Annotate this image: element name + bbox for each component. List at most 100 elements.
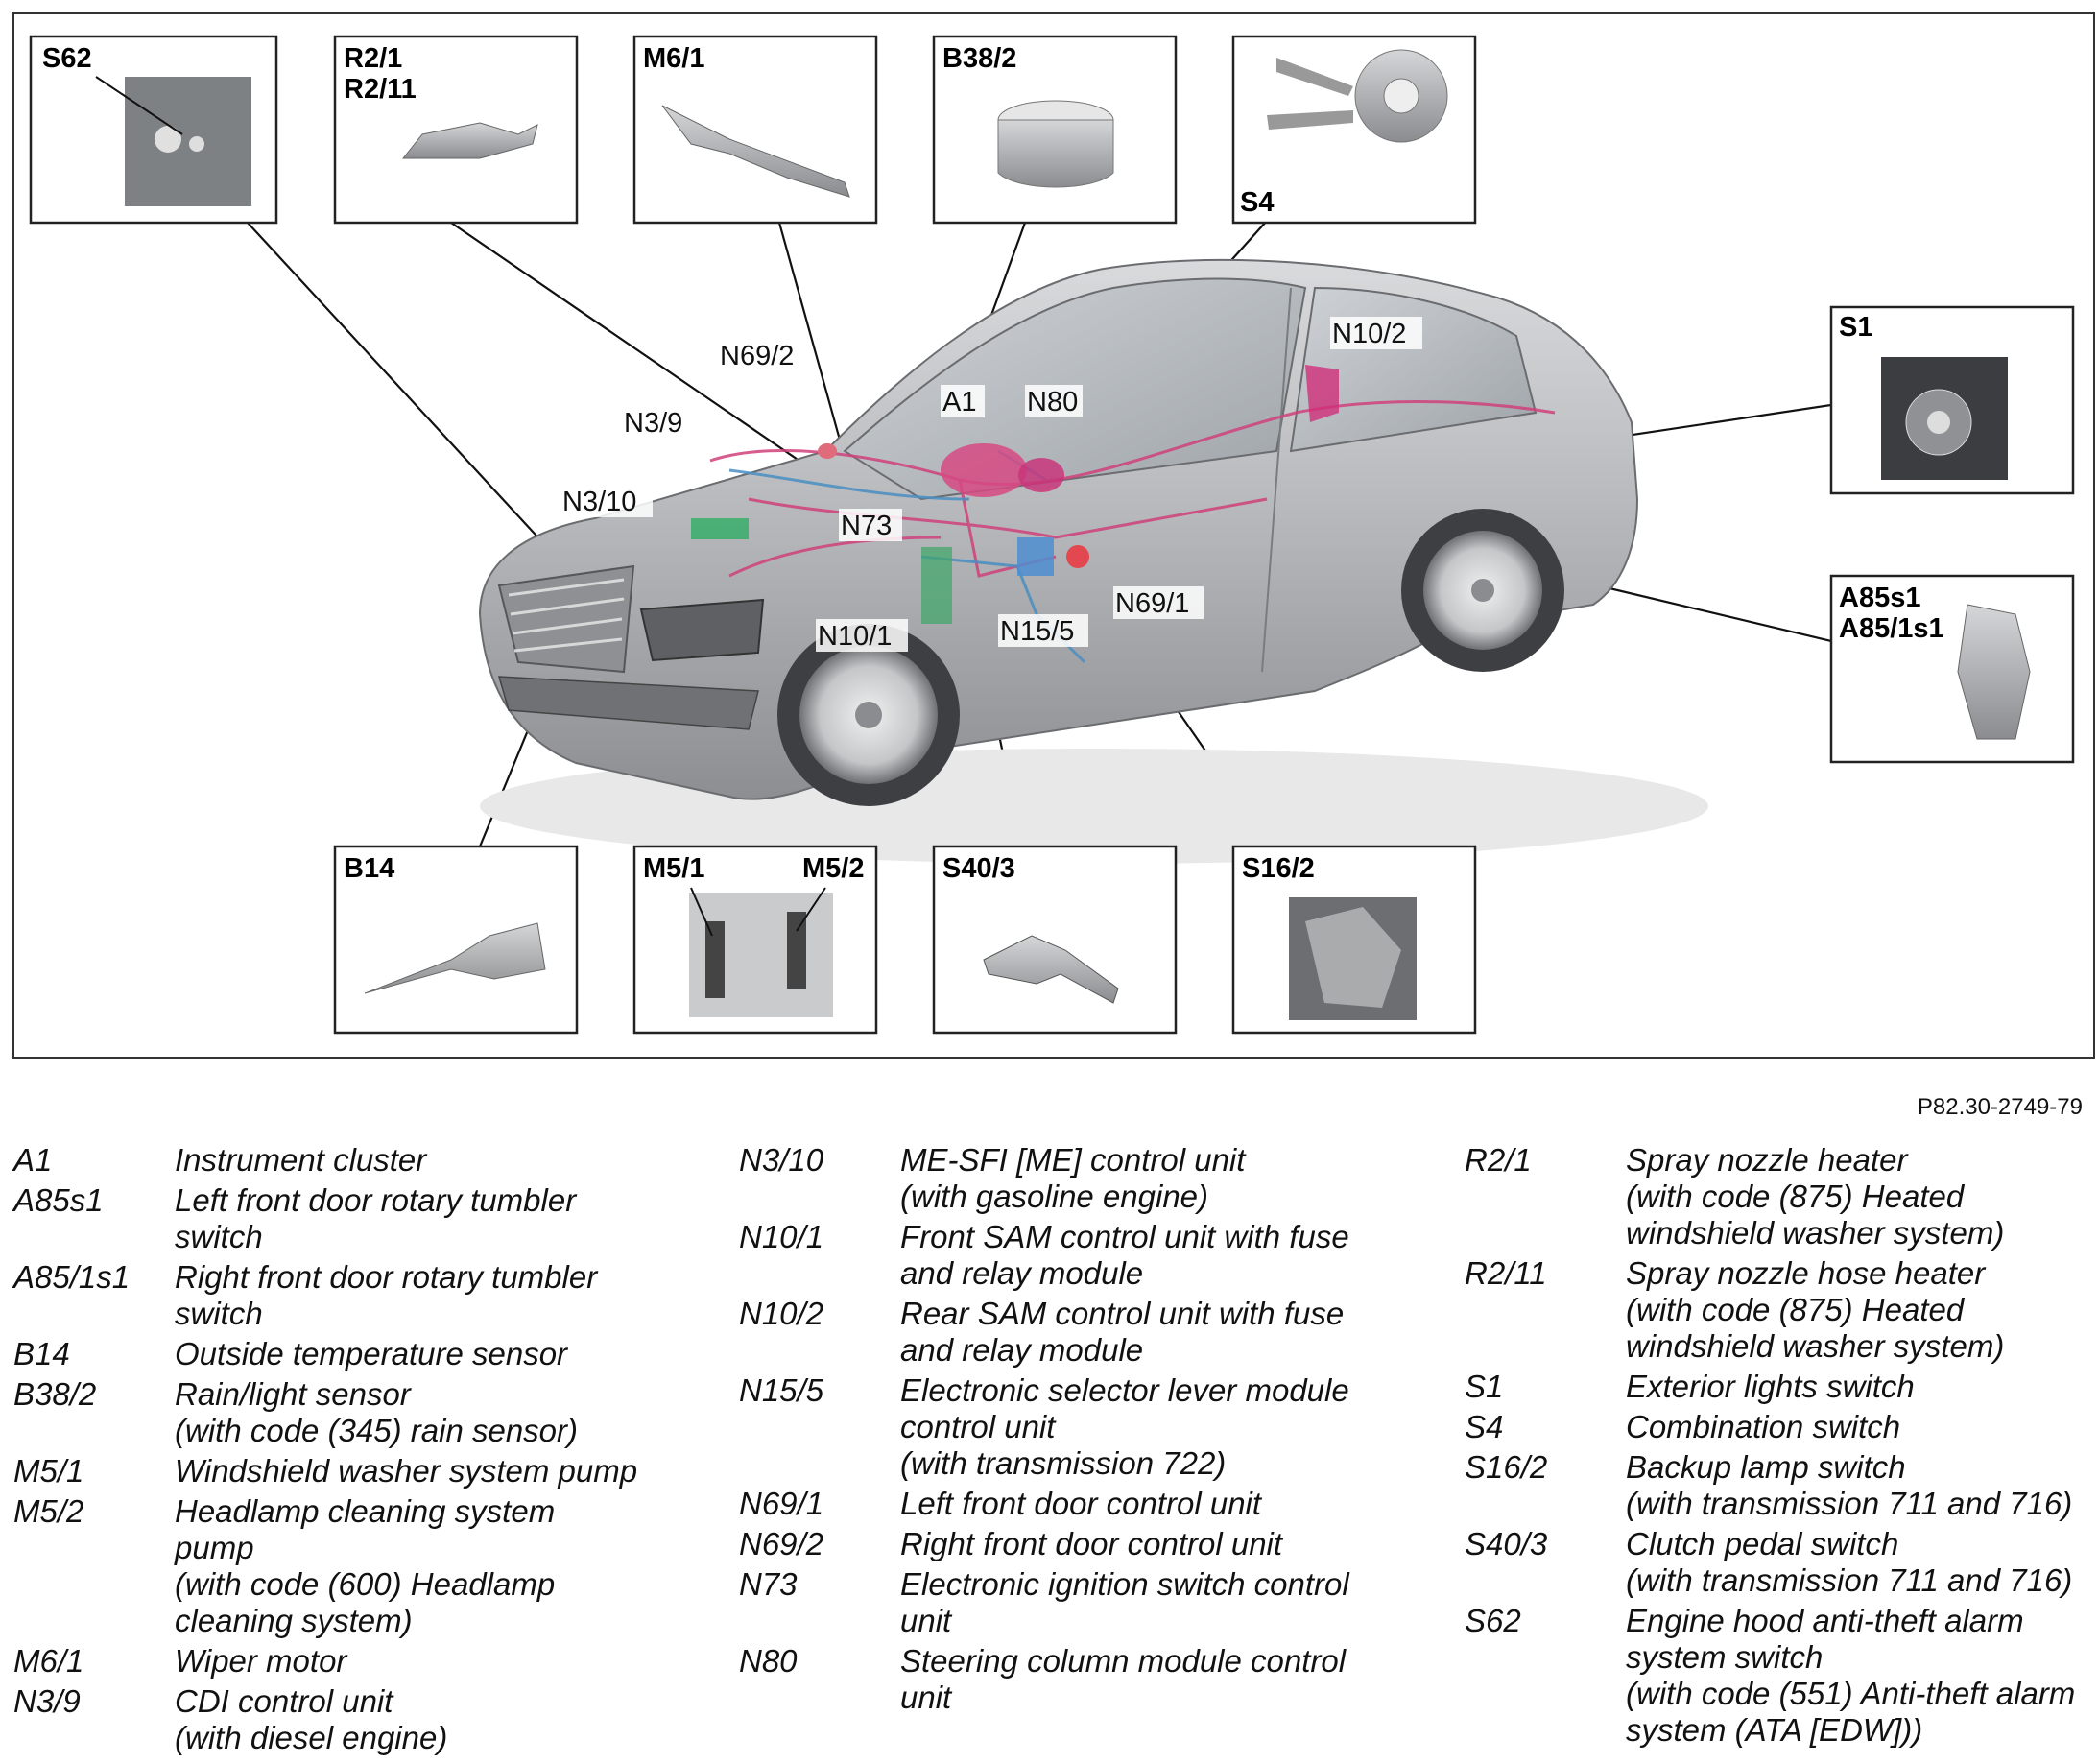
legend-code: S62 bbox=[1465, 1603, 1521, 1638]
legend-item: S40/3 Clutch pedal switch (with transmiss… bbox=[1465, 1526, 2098, 1599]
legend-item: A85s1 Left front door rotary tumbler swit… bbox=[13, 1182, 724, 1255]
detail-box-label: S4 bbox=[1240, 187, 1274, 218]
legend-description: Exterior lights switch bbox=[1626, 1369, 1915, 1404]
legend-code: S4 bbox=[1465, 1409, 1504, 1444]
detail-box-label: S16/2 bbox=[1242, 853, 1315, 884]
callout-n3-9: N3/9 bbox=[622, 406, 691, 439]
legend-item: M6/1 Wiper motor bbox=[13, 1643, 724, 1680]
legend-description: Steering column module control unit bbox=[900, 1643, 1347, 1715]
legend-item: N3/10 ME-SFI [ME] control unit (with gaso… bbox=[739, 1142, 1449, 1215]
legend-code: M6/1 bbox=[13, 1643, 84, 1679]
legend-code: N80 bbox=[739, 1643, 798, 1679]
legend-code: M5/2 bbox=[13, 1493, 84, 1529]
legend-code: S40/3 bbox=[1465, 1526, 1548, 1561]
callout-n3-10: N3/10 bbox=[560, 485, 653, 517]
legend-description: Spray nozzle hose heater (with code (875… bbox=[1626, 1255, 2005, 1364]
legend-item: S62 Engine hood anti-theft alarm system s… bbox=[1465, 1603, 2098, 1749]
svg-text:A1: A1 bbox=[942, 387, 976, 417]
detail-box-label: M6/1 bbox=[643, 43, 704, 74]
legend-description: Right front door control unit bbox=[900, 1526, 1283, 1561]
legend-description: Left front door control unit bbox=[900, 1486, 1262, 1521]
legend-code: R2/1 bbox=[1465, 1142, 1532, 1178]
callout-n69-1: N69/1 bbox=[1113, 586, 1204, 619]
callout-n73: N73 bbox=[839, 509, 902, 541]
detail-box-label: B14 bbox=[344, 853, 394, 884]
legend-description: Clutch pedal switch (with transmission 7… bbox=[1626, 1526, 2073, 1598]
callout-a1: A1 bbox=[941, 385, 985, 417]
svg-text:N73: N73 bbox=[841, 511, 892, 541]
detail-box-label: S1 bbox=[1839, 312, 1872, 343]
detail-box-s40-3: S40/3 bbox=[932, 845, 1178, 1035]
svg-text:N3/9: N3/9 bbox=[624, 408, 682, 439]
legend-code: N10/2 bbox=[739, 1296, 824, 1331]
legend-item: N80 Steering column module control unit bbox=[739, 1643, 1449, 1716]
legend-description: Outside temperature sensor bbox=[175, 1336, 568, 1371]
legend-description: Spray nozzle heater (with code (875) Hea… bbox=[1626, 1142, 2005, 1251]
legend-item: N69/1 Left front door control unit bbox=[739, 1486, 1449, 1522]
legend-code: N69/2 bbox=[739, 1526, 824, 1561]
callout-n10-2: N10/2 bbox=[1330, 317, 1422, 349]
legend-code: B14 bbox=[13, 1336, 70, 1371]
legend-item: S4 Combination switch bbox=[1465, 1409, 2098, 1445]
detail-box-m6-1: M6/1 bbox=[632, 35, 878, 225]
svg-text:N10/1: N10/1 bbox=[818, 621, 892, 652]
legend-code: M5/1 bbox=[13, 1453, 84, 1489]
legend-item: R2/1 Spray nozzle heater (with code (875)… bbox=[1465, 1142, 2098, 1251]
legend-code: B38/2 bbox=[13, 1376, 97, 1412]
legend-code: N3/9 bbox=[13, 1683, 81, 1719]
detail-box-s1: S1 bbox=[1829, 305, 2075, 495]
legend-code: N3/10 bbox=[739, 1142, 824, 1178]
detail-box-b38-2: B38/2 bbox=[932, 35, 1178, 225]
svg-text:N3/10: N3/10 bbox=[562, 487, 636, 517]
legend-code: R2/11 bbox=[1465, 1255, 1547, 1291]
legend-code: A85s1 bbox=[13, 1182, 104, 1218]
legend-description: Right front door rotary tumbler switch bbox=[175, 1259, 598, 1331]
detail-box-label: M5/2 bbox=[802, 853, 864, 884]
detail-box-label: S62 bbox=[42, 43, 92, 74]
legend-description: Left front door rotary tumbler switch bbox=[175, 1182, 577, 1254]
car-illustration bbox=[478, 258, 1708, 864]
legend-item: M5/1 Windshield washer system pump bbox=[13, 1453, 724, 1490]
svg-text:N69/2: N69/2 bbox=[720, 341, 794, 371]
detail-box-b14: B14 bbox=[333, 845, 579, 1035]
legend-code: N10/1 bbox=[739, 1219, 824, 1254]
detail-box-label: B38/2 bbox=[942, 43, 1016, 74]
legend-code: S1 bbox=[1465, 1369, 1504, 1404]
legend-description: ME-SFI [ME] control unit (with gasoline … bbox=[900, 1142, 1246, 1214]
callout-n69-2: N69/2 bbox=[718, 339, 806, 371]
legend-description: Rain/light sensor (with code (345) rain … bbox=[175, 1376, 579, 1448]
svg-text:N15/5: N15/5 bbox=[1000, 616, 1074, 647]
callout-n10-1: N10/1 bbox=[816, 619, 908, 652]
svg-text:N69/1: N69/1 bbox=[1115, 588, 1189, 619]
legend-description: Windshield washer system pump bbox=[175, 1453, 638, 1489]
detail-box-label: M5/1 bbox=[643, 853, 704, 884]
legend-item: S1 Exterior lights switch bbox=[1465, 1369, 2098, 1405]
callout-labels: N69/2 N3/9 N3/10 A1 N80 N73 N10/2 N10/1 … bbox=[560, 317, 1422, 652]
legend-description: Headlamp cleaning system pump (with code… bbox=[175, 1493, 556, 1638]
legend-column-3: R2/1 Spray nozzle heater (with code (875)… bbox=[1465, 1142, 2098, 1752]
legend-description: Engine hood anti-theft alarm system swit… bbox=[1626, 1603, 2076, 1748]
legend-code: S16/2 bbox=[1465, 1449, 1548, 1485]
legend-item: N10/2 Rear SAM control unit with fuse and… bbox=[739, 1296, 1449, 1369]
detail-box-s4: S4 bbox=[1231, 35, 1477, 225]
legend-item: B38/2 Rain/light sensor (with code (345) … bbox=[13, 1376, 724, 1449]
legend-description: Rear SAM control unit with fuse and rela… bbox=[900, 1296, 1345, 1368]
legend-item: M5/2 Headlamp cleaning system pump (with … bbox=[13, 1493, 724, 1639]
legend-description: Combination switch bbox=[1626, 1409, 1901, 1444]
legend-column-2: N3/10 ME-SFI [ME] control unit (with gaso… bbox=[739, 1142, 1449, 1720]
legend-code: N69/1 bbox=[739, 1486, 824, 1521]
legend-description: Electronic ignition switch control unit bbox=[900, 1566, 1349, 1638]
legend-description: Wiper motor bbox=[175, 1643, 347, 1679]
figure-reference-code: P82.30-2749-79 bbox=[1917, 1094, 2083, 1120]
